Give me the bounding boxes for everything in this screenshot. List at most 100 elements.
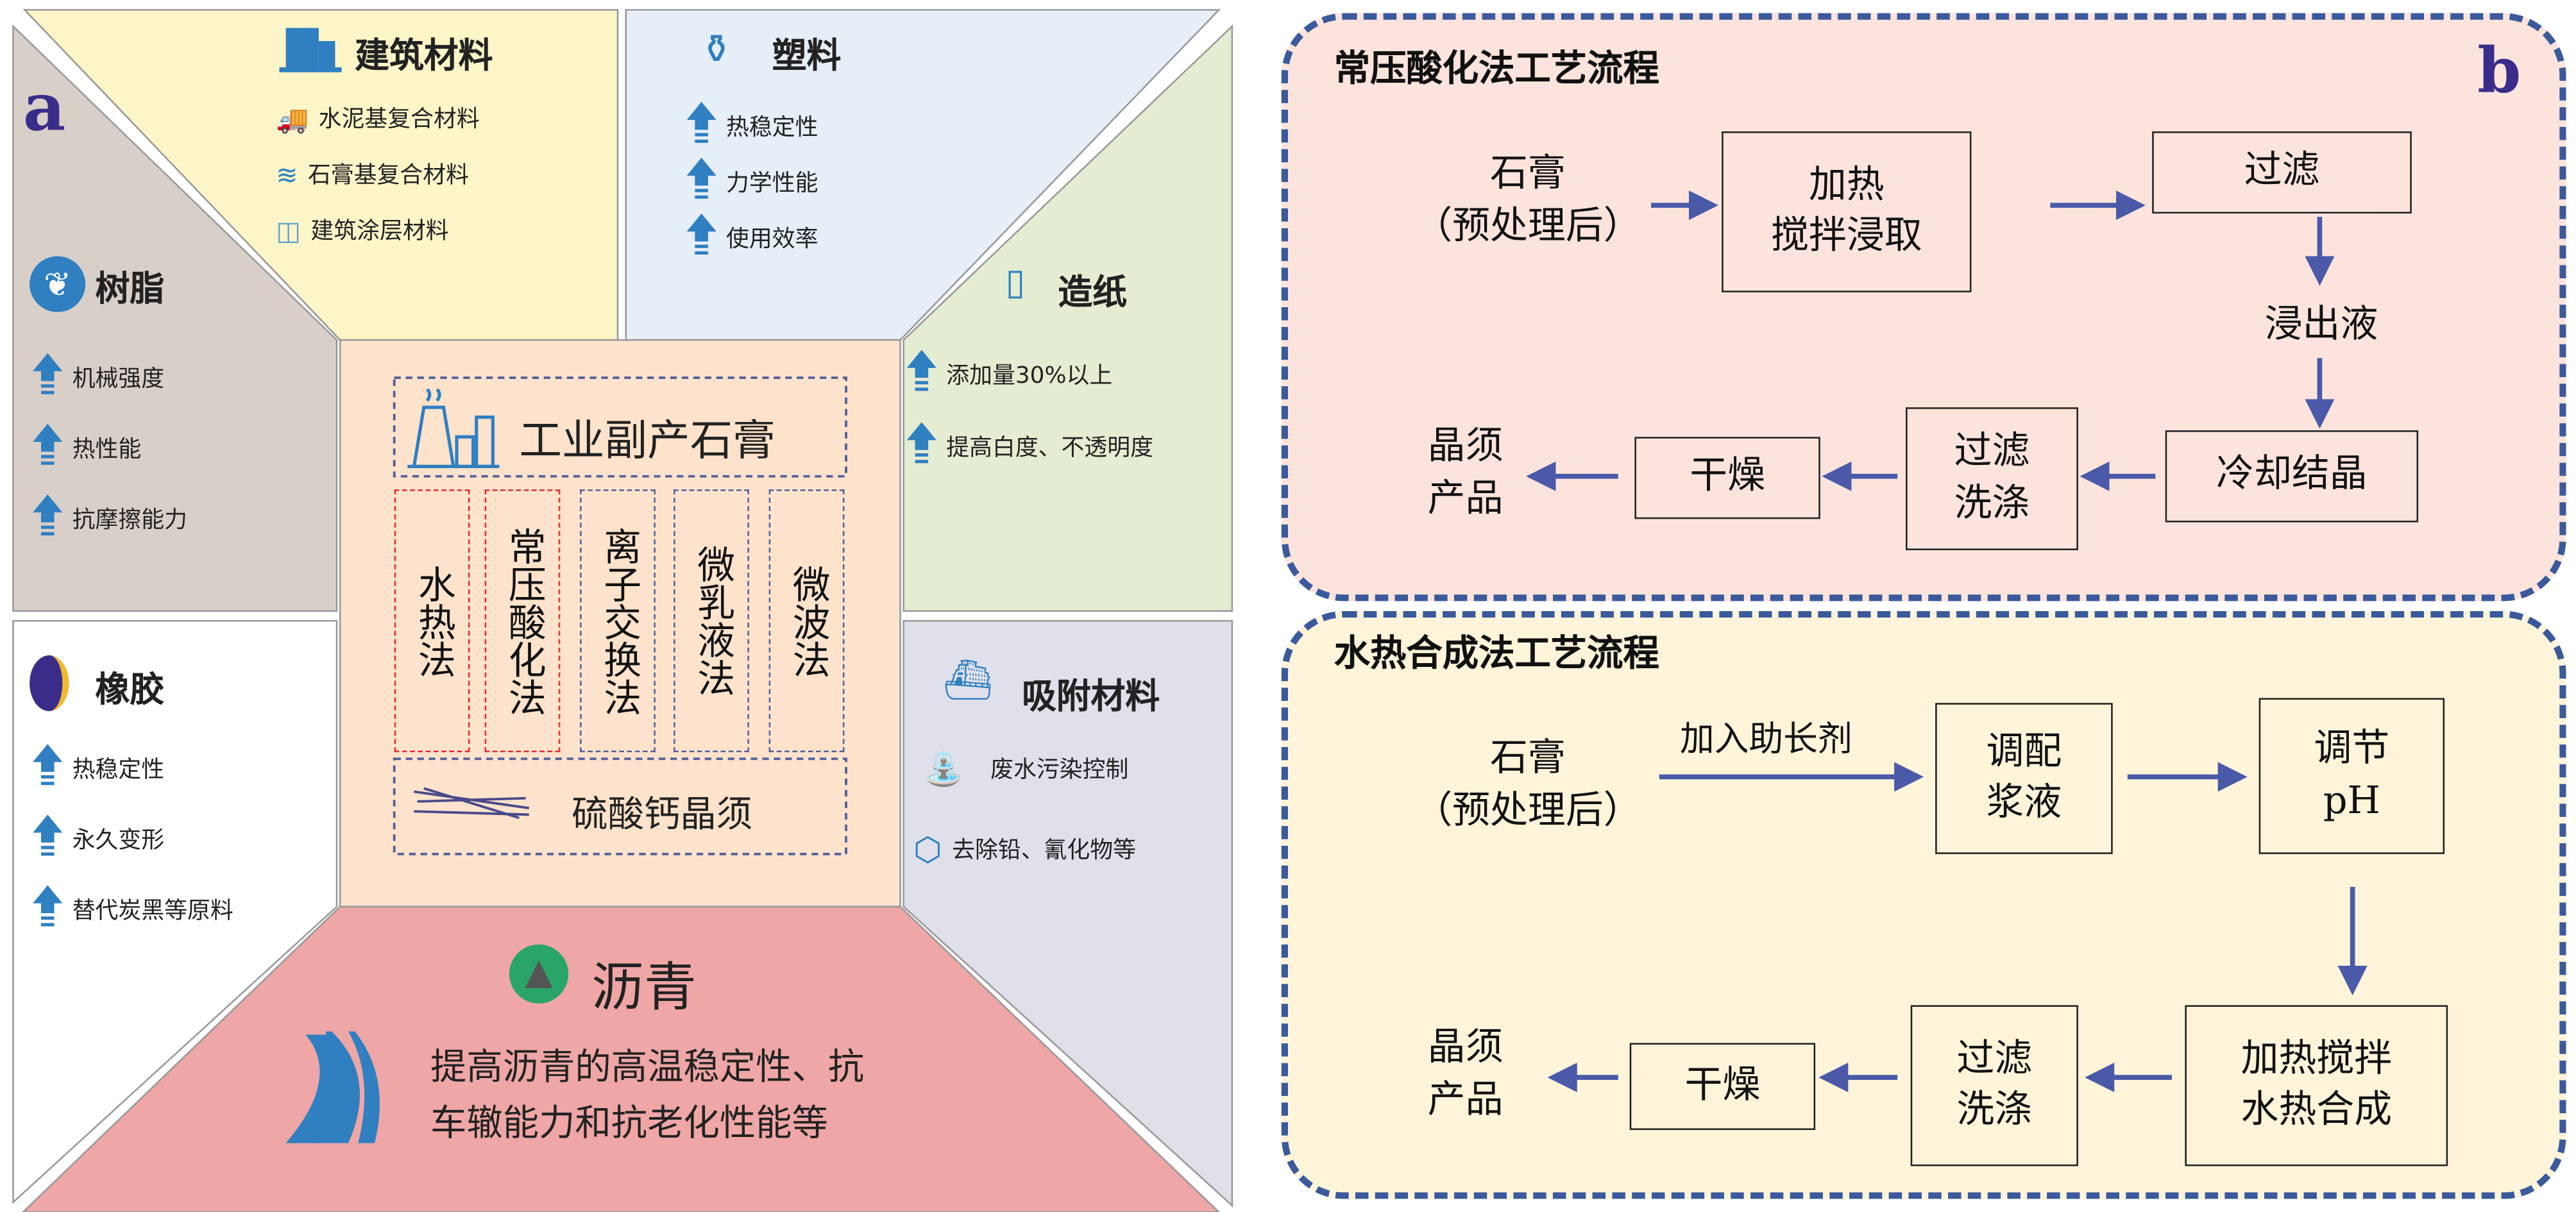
paint-bucket-icon: ◫	[276, 214, 301, 246]
leaf-icon: ❦	[30, 256, 86, 312]
hydro-dry-box: 干燥	[1629, 1043, 1816, 1131]
list-item: 提高白度、不透明度	[906, 422, 1153, 471]
rubber-title: 橡胶	[95, 669, 165, 710]
center-title: 工业副产石膏	[519, 417, 775, 467]
building-title: 建筑材料	[355, 36, 493, 76]
resin-title: 树脂	[95, 269, 165, 309]
item-label: 力学性能	[726, 171, 818, 198]
method-ion-exchange: 离子交换法	[580, 489, 656, 753]
item-label: 使用效率	[726, 226, 818, 253]
acid-heat-box: 加热搅拌浸取	[1722, 131, 1972, 292]
method-acidification: 常压酸化法	[484, 489, 561, 753]
building-icon	[279, 28, 342, 72]
tire-icon	[30, 655, 69, 711]
list-item: ≋ 石膏基复合材料	[276, 158, 469, 190]
up-arrow-icon	[906, 422, 936, 471]
ship-icon: ⛴	[943, 657, 994, 703]
panel-b-label: b	[2477, 33, 2521, 107]
item-label: 建筑涂层材料	[310, 218, 449, 245]
acid-start: 石膏（预处理后）	[1414, 153, 1641, 249]
asphalt-desc-line2: 车辙能力和抗老化性能等	[430, 1104, 828, 1145]
up-arrow-icon	[33, 494, 63, 544]
list-item: ⬡ 去除铅、氰化物等	[913, 829, 1136, 868]
curved-road-icon	[285, 1031, 380, 1143]
list-item: 热稳定性	[686, 101, 818, 151]
acid-wash-box: 过滤洗涤	[1905, 407, 2078, 551]
up-arrow-icon	[33, 353, 63, 403]
plastic-title: 塑料	[772, 36, 842, 76]
item-label: 热稳定性	[726, 115, 818, 142]
list-item: 使用效率	[686, 213, 818, 263]
up-arrow-icon	[906, 349, 936, 400]
hydro-heat-box: 加热搅拌水热合成	[2185, 1005, 2448, 1166]
rubber-region	[12, 619, 338, 1204]
list-item: 热性能	[33, 423, 142, 473]
item-label: 废水污染控制	[990, 757, 1129, 784]
adsorb-title: 吸附材料	[1022, 677, 1160, 716]
method-hydrothermal: 水热法	[394, 489, 470, 753]
list-item: 机械强度	[33, 353, 164, 403]
up-arrow-icon	[686, 157, 716, 207]
method-microwave: 微波法	[768, 489, 845, 753]
up-arrow-icon	[33, 423, 63, 473]
acid-filter-box: 过滤	[2152, 131, 2412, 214]
item-label: 添加量30%以上	[946, 363, 1113, 390]
acid-dry-box: 干燥	[1634, 437, 1820, 519]
item-label: 抗摩擦能力	[72, 507, 187, 534]
hydro-slurry-box: 调配浆液	[1935, 703, 2113, 854]
hydro-additive-label: 加入助长剂	[1679, 719, 1852, 759]
item-label: 热稳定性	[72, 757, 165, 784]
item-label: 石膏基复合材料	[307, 162, 469, 189]
factory-icon	[407, 388, 500, 468]
list-item: 抗摩擦能力	[33, 494, 187, 544]
asphalt-desc-line1: 提高沥青的高温稳定性、抗	[430, 1048, 865, 1090]
panel-a-label: a	[22, 69, 66, 146]
molecule-icon: ⬡	[913, 829, 942, 869]
list-item: ⛲ 废水污染控制	[923, 749, 1128, 788]
list-item: 永久变形	[33, 814, 164, 864]
list-item: 添加量30%以上	[906, 349, 1113, 400]
wastewater-icon: ⛲	[923, 748, 965, 789]
list-item: 🚚 水泥基复合材料	[276, 102, 479, 135]
hydro-product: 晶须产品	[1427, 1026, 1504, 1122]
acid-process-panel	[1281, 13, 2566, 602]
hydro-process-title: 水热合成法工艺流程	[1334, 634, 1659, 675]
adsorb-region	[902, 619, 1233, 1208]
hydro-start: 石膏（预处理后）	[1414, 737, 1641, 834]
road-icon: ▲	[509, 944, 569, 1004]
hydro-wash-box: 过滤洗涤	[1910, 1005, 2078, 1166]
up-arrow-icon	[686, 213, 716, 263]
acid-cool-box: 冷却结晶	[2165, 430, 2419, 523]
item-label: 水泥基复合材料	[318, 106, 480, 133]
up-arrow-icon	[33, 885, 63, 934]
asphalt-title: 沥青	[591, 955, 697, 1018]
item-label: 去除铅、氰化物等	[952, 837, 1136, 864]
list-item: ◫ 建筑涂层材料	[276, 214, 448, 246]
truck-icon: 🚚	[276, 103, 309, 134]
item-label: 热性能	[72, 437, 142, 464]
whisker-icon	[414, 787, 529, 820]
acid-product: 晶须产品	[1427, 425, 1504, 521]
list-item: 力学性能	[686, 157, 818, 207]
up-arrow-icon	[33, 814, 63, 864]
item-label: 永久变形	[72, 827, 165, 854]
acid-leach-text: 浸出液	[2264, 303, 2378, 347]
paper-title: 造纸	[1058, 273, 1127, 312]
item-label: 提高白度、不透明度	[946, 435, 1153, 462]
list-item: 热稳定性	[33, 744, 164, 793]
layers-icon: ≋	[276, 158, 298, 190]
paper-region	[902, 24, 1233, 612]
list-item: 替代炭黑等原料	[33, 885, 233, 934]
paper-roll-icon: ▯	[1005, 262, 1026, 304]
item-label: 替代炭黑等原料	[72, 898, 233, 925]
up-arrow-icon	[686, 101, 716, 151]
item-label: 机械强度	[72, 366, 165, 393]
acid-process-title: 常压酸化法工艺流程	[1334, 49, 1659, 90]
up-arrow-icon	[33, 744, 63, 793]
product-title: 硫酸钙晶须	[572, 795, 753, 836]
method-microemulsion: 微乳液法	[674, 489, 749, 753]
